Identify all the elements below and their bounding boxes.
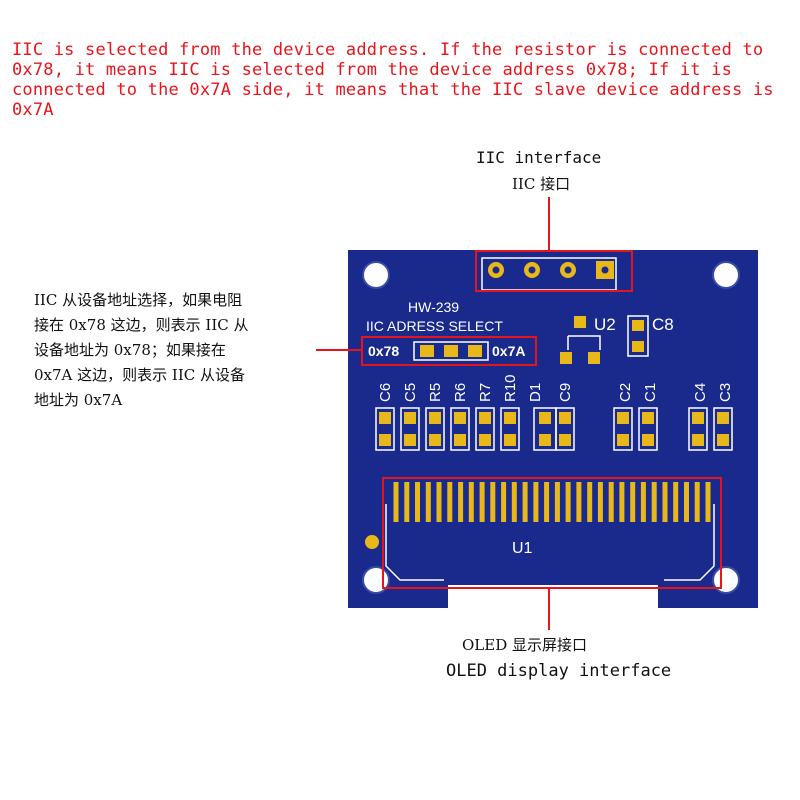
- smd-pad-footprints: [375, 407, 733, 451]
- explanation-line: IIC 从设备地址选择，如果电阻: [34, 291, 243, 309]
- address-note: IIC is selected from the device address.…: [12, 40, 774, 120]
- oled-interface-label-cn: OLED 显示屏接口: [462, 636, 588, 654]
- c8-capacitor: C8: [627, 315, 674, 357]
- component-labels-left: C6 C5 R5 R6 R7 R10 D1 C9: [377, 374, 574, 402]
- component-label: C1: [642, 383, 659, 402]
- explanation-line: 地址为 0x7A: [34, 391, 123, 409]
- mounting-hole: [362, 261, 390, 289]
- fpc-pin: [447, 482, 453, 522]
- component-label: C3: [717, 383, 734, 402]
- oled-interface-label: OLED display interface: [446, 661, 672, 681]
- component-label: R10: [502, 374, 519, 402]
- fpc-pin: [511, 482, 517, 522]
- fpc-pin: [522, 482, 528, 522]
- board-model: HW-239: [408, 299, 459, 315]
- c8-label: C8: [652, 315, 674, 334]
- fpc-pin: [533, 482, 539, 522]
- fpc-pin: [544, 482, 550, 522]
- address-0x78-label: 0x78: [368, 343, 399, 359]
- fpc-pin: [619, 482, 625, 522]
- explanation-line: 0x7A 这边，则表示 IIC 从设备: [34, 366, 246, 384]
- explanation-line: 设备地址为 0x78；如果接在: [34, 341, 226, 359]
- component-label: C5: [402, 383, 419, 402]
- component-label: R6: [452, 383, 469, 402]
- fpc-pin: [640, 482, 646, 522]
- component-label: R7: [477, 383, 494, 402]
- component-labels-right: C2 C1 C4 C3: [617, 383, 734, 402]
- component-label: C6: [377, 383, 394, 402]
- fpc-pin: [587, 482, 593, 522]
- mounting-hole: [362, 566, 390, 594]
- fpc-pin: [458, 482, 464, 522]
- u1-label: U1: [512, 540, 533, 557]
- fpc-pin: [608, 482, 614, 522]
- fpc-pin: [393, 482, 399, 522]
- fpc-pin: [673, 482, 679, 522]
- fpc-pin: [684, 482, 689, 522]
- fpc-pin: [576, 482, 582, 522]
- fpc-pin: [425, 482, 431, 522]
- mounting-hole: [712, 261, 740, 289]
- explanation-line: 接在 0x78 这边，则表示 IIC 从: [34, 316, 249, 334]
- fpc-pin: [630, 482, 636, 522]
- mounting-hole: [712, 566, 740, 594]
- fpc-pin: [565, 482, 571, 522]
- component-label: C9: [557, 383, 574, 402]
- u2-regulator: U2: [560, 315, 616, 364]
- fpc-pin: [479, 482, 485, 522]
- fpc-pin: [490, 482, 496, 522]
- fpc-pin: [705, 482, 711, 522]
- component-label: R5: [427, 383, 444, 402]
- iic-address-select-label: IIC ADRESS SELECT: [366, 318, 503, 334]
- fpc-pin: [651, 482, 657, 522]
- fpc-pin: [597, 482, 603, 522]
- address-0x7a-label: 0x7A: [492, 343, 525, 359]
- iic-interface-label: IIC interface: [476, 148, 602, 167]
- fpc-pin: [468, 482, 474, 522]
- component-label: C2: [617, 383, 634, 402]
- fpc-pin: [662, 482, 668, 522]
- fpc-pin: [415, 482, 420, 522]
- fpc-pin: [436, 482, 442, 522]
- component-label: D1: [527, 383, 544, 402]
- fpc-pin: [404, 482, 410, 522]
- iic-interface-label-cn: IIC 接口: [512, 175, 571, 193]
- fpc-pin: [694, 482, 700, 522]
- fpc-pin: [554, 482, 560, 522]
- u2-label: U2: [594, 315, 616, 334]
- fpc-pin: [501, 482, 507, 522]
- pcb-board: HW-239 IIC ADRESS SELECT 0x78 0x7A U2 C8…: [348, 250, 758, 608]
- component-label: C4: [692, 383, 709, 402]
